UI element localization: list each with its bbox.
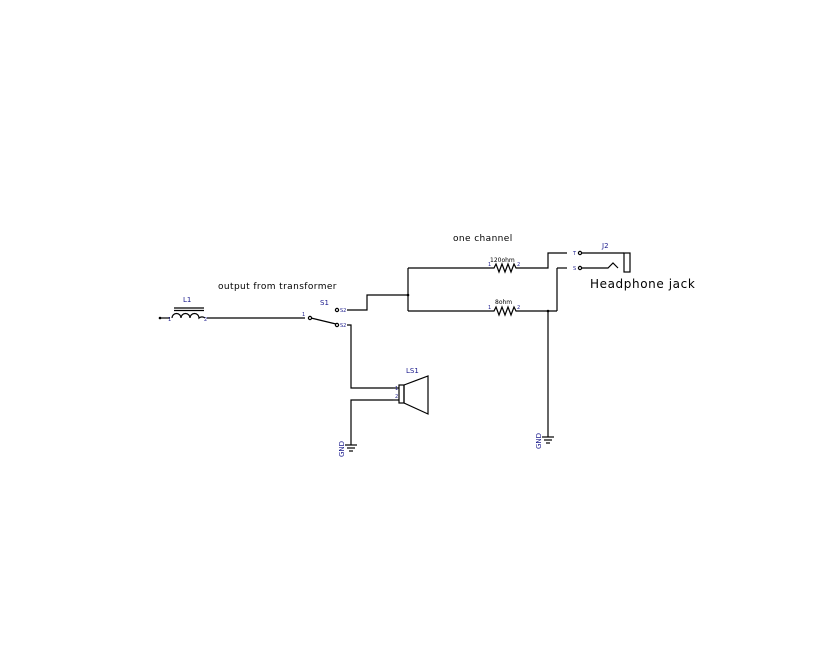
ground-left-label: GND bbox=[338, 441, 346, 457]
ground-left: GND bbox=[338, 441, 357, 457]
resistor-8ohm-pin2: 2 bbox=[517, 305, 520, 311]
s1-blade bbox=[310, 317, 337, 325]
wire-speaker-to-gnd bbox=[350, 399, 393, 445]
jack-sleeve-spring bbox=[582, 262, 619, 269]
ground-right: GND bbox=[535, 433, 554, 449]
wire-r120-to-jack-tip bbox=[520, 252, 567, 269]
s1-s2-label-lower: S2 bbox=[340, 323, 346, 329]
input-terminal bbox=[158, 316, 162, 320]
ls1-pin2-label: 2 bbox=[395, 394, 398, 400]
resistor-8ohm: 8ohm 1 2 bbox=[488, 299, 520, 317]
label-output-from-transformer: output from transformer bbox=[218, 282, 337, 292]
resistor-8ohm-pin1: 1 bbox=[488, 305, 491, 311]
resistor-8ohm-zigzag bbox=[490, 305, 520, 317]
inductor-l1: L1 1 2 bbox=[168, 296, 207, 323]
j2-tip-pin-label: T bbox=[572, 251, 577, 257]
resistor-120ohm-pin2: 2 bbox=[517, 262, 520, 268]
speaker-cone bbox=[403, 375, 429, 415]
l1-pin2-label: 2 bbox=[204, 317, 207, 323]
label-headphone-jack: Headphone jack bbox=[590, 277, 695, 291]
wire-s1-to-split bbox=[347, 294, 408, 311]
ls1-ref-label: LS1 bbox=[406, 367, 419, 375]
inductor-coil bbox=[171, 312, 206, 320]
s1-ref-label: S1 bbox=[320, 299, 329, 307]
speaker-ls1: LS1 1 2 bbox=[393, 367, 429, 415]
label-one-channel: one channel bbox=[453, 234, 513, 244]
j2-sleeve-pin-label: S bbox=[573, 266, 576, 272]
resistor-120ohm-value: 120ohm bbox=[490, 257, 515, 264]
junction-split bbox=[406, 293, 410, 297]
j2-ref-label: J2 bbox=[601, 242, 609, 250]
ls1-pin1-label: 1 bbox=[395, 386, 398, 392]
junction-gnd-right bbox=[546, 309, 550, 313]
ground-right-label: GND bbox=[535, 433, 543, 449]
s1-s2-label-upper: S2 bbox=[340, 308, 346, 314]
resistor-8ohm-value: 8ohm bbox=[495, 299, 512, 306]
wire-s1-to-speaker bbox=[347, 324, 393, 389]
switch-s1: S1 1 S2 S2 bbox=[302, 299, 346, 329]
s1-throw-lower bbox=[334, 322, 340, 328]
resistor-120ohm: 120ohm 1 2 bbox=[488, 257, 520, 274]
wires bbox=[158, 252, 567, 445]
l1-ref-label: L1 bbox=[183, 296, 191, 304]
l1-pin1-label: 1 bbox=[168, 317, 171, 323]
speaker-magnet bbox=[398, 384, 405, 404]
jack-body bbox=[623, 252, 631, 273]
jack-sleeve-contact bbox=[577, 265, 583, 271]
s1-throw-upper bbox=[334, 307, 340, 313]
s1-pin1-label: 1 bbox=[302, 312, 305, 318]
resistor-120ohm-pin1: 1 bbox=[488, 262, 491, 268]
headphone-jack-j2: J2 T S bbox=[572, 242, 631, 273]
resistor-120ohm-zigzag bbox=[490, 262, 520, 274]
jack-tip-contact bbox=[577, 250, 583, 256]
